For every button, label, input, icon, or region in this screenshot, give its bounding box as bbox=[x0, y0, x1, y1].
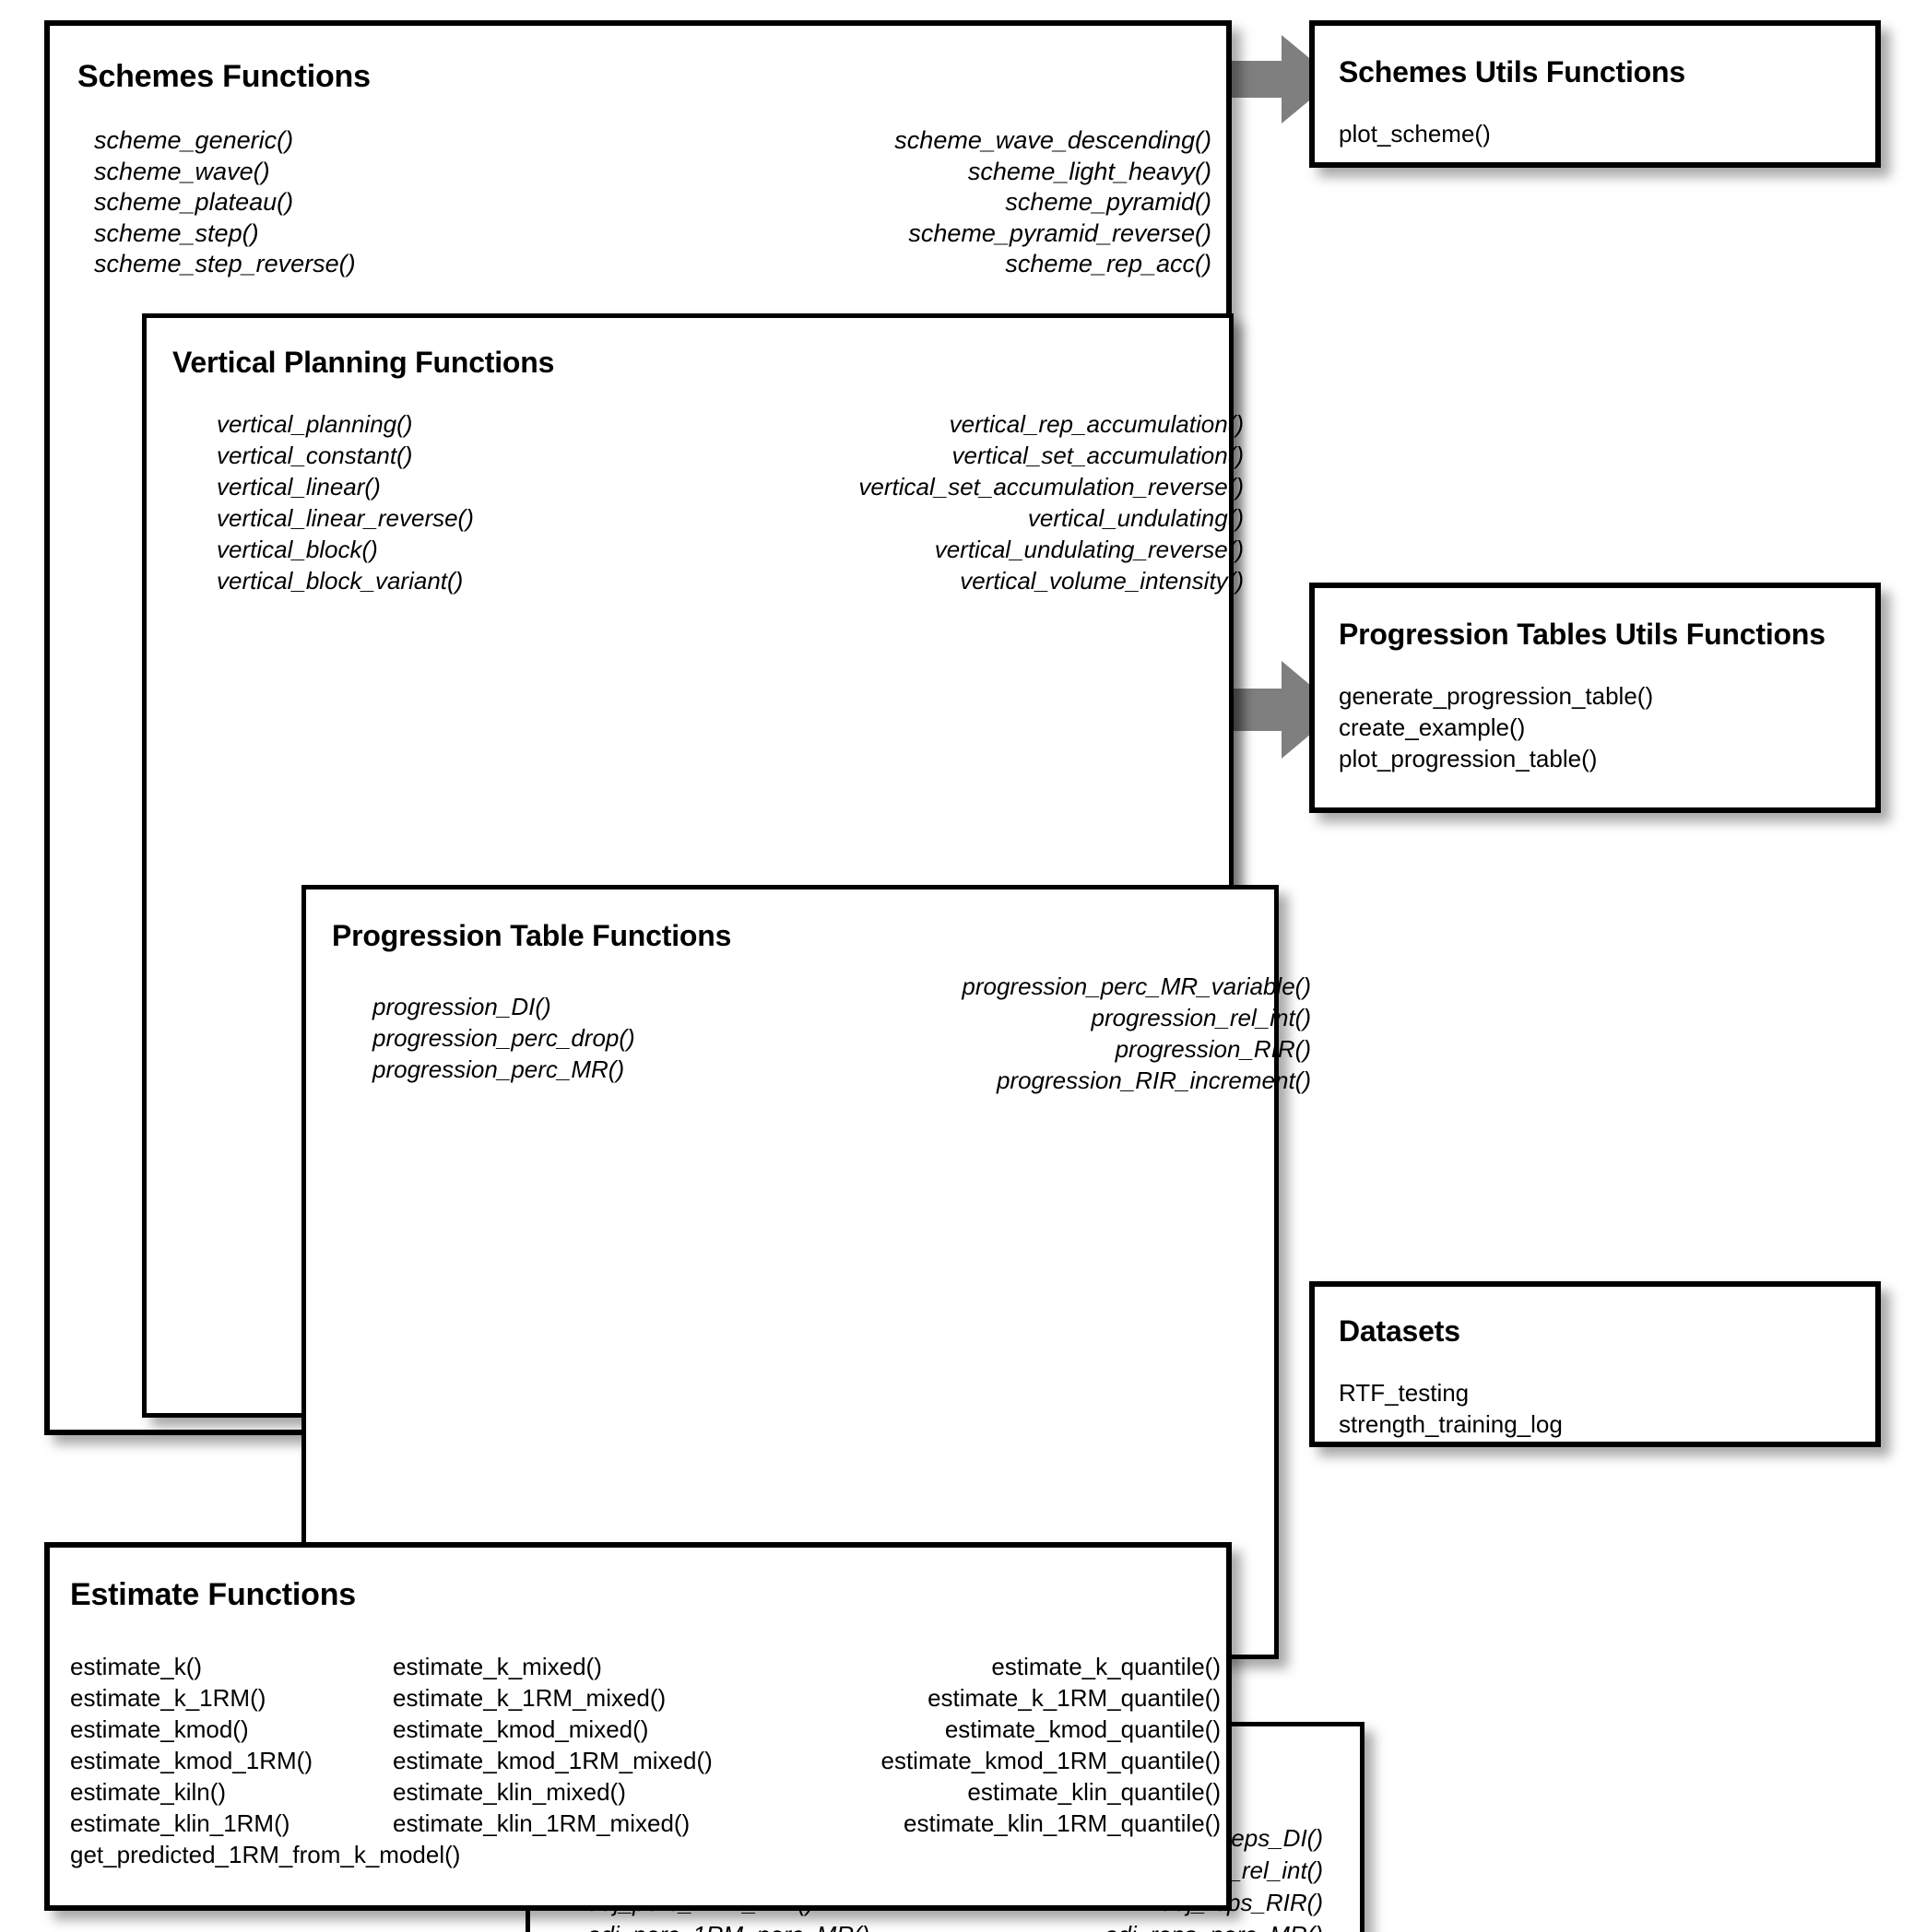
progression-tables-utils-functions-box: Progression Tables Utils Functions gener… bbox=[1309, 583, 1881, 813]
function-item: vertical_block() bbox=[217, 536, 378, 563]
function-item: progression_DI() bbox=[372, 993, 551, 1020]
function-item: scheme_rep_acc() bbox=[1005, 250, 1211, 277]
function-item: progression_perc_MR_variable() bbox=[962, 972, 1311, 1000]
function-item: create_example() bbox=[1339, 713, 1526, 741]
function-item: vertical_planning() bbox=[217, 410, 413, 438]
function-item: estimate_kmod_1RM_quantile() bbox=[880, 1747, 1221, 1774]
function-item: scheme_step_reverse() bbox=[94, 250, 356, 277]
function-item: plot_scheme() bbox=[1339, 120, 1491, 147]
schemes-functions-box: Schemes Functions scheme_generic() schem… bbox=[44, 20, 1365, 1932]
dataset-item: strength_training_log bbox=[1339, 1410, 1563, 1438]
vertical-planning-functions-title: Vertical Planning Functions bbox=[172, 346, 555, 379]
function-item: progression_rel_int() bbox=[1091, 1004, 1311, 1031]
arrow-schemes-to-schemes-utils bbox=[1217, 33, 1337, 125]
schemes-functions-right-column: scheme_wave_descending() scheme_light_he… bbox=[640, 125, 1211, 280]
function-item: generate_progression_table() bbox=[1339, 682, 1654, 710]
function-item: get_predicted_1RM_from_k_model() bbox=[70, 1841, 461, 1868]
function-item: adj_reps_perc_MR() bbox=[917, 1919, 1323, 1932]
function-item: estimate_klin_quantile() bbox=[967, 1778, 1221, 1806]
progression-table-left-column: progression_DI() progression_perc_drop()… bbox=[372, 991, 635, 1085]
function-item: vertical_undulating() bbox=[1027, 504, 1244, 532]
datasets-box: Datasets RTF_testing strength_training_l… bbox=[1309, 1281, 1881, 1447]
function-item: estimate_kmod() bbox=[70, 1715, 249, 1743]
function-item: vertical_set_accumulation() bbox=[951, 442, 1244, 469]
function-item: estimate_k_quantile() bbox=[991, 1653, 1221, 1680]
vertical-planning-left-column: vertical_planning() vertical_constant() … bbox=[217, 408, 474, 596]
function-item: estimate_k_mixed() bbox=[393, 1653, 602, 1680]
function-item: vertical_rep_accumulation() bbox=[949, 410, 1244, 438]
function-item: vertical_volume_intensity() bbox=[960, 567, 1244, 595]
function-item: estimate_k_1RM_quantile() bbox=[927, 1684, 1221, 1712]
estimate-functions-title: Estimate Functions bbox=[70, 1577, 357, 1612]
function-item: adj_perc_1RM_perc_MR() bbox=[587, 1919, 869, 1932]
vertical-planning-right-column: vertical_rep_accumulation() vertical_set… bbox=[635, 408, 1244, 596]
function-item: progression_RIR() bbox=[1115, 1035, 1311, 1063]
function-item: scheme_wave() bbox=[94, 157, 270, 185]
function-item: vertical_set_accumulation_reverse() bbox=[858, 473, 1244, 501]
estimate-functions-column-2: estimate_k_mixed() estimate_k_1RM_mixed(… bbox=[393, 1651, 713, 1839]
function-item: vertical_linear() bbox=[217, 473, 381, 501]
function-item: estimate_klin_mixed() bbox=[393, 1778, 626, 1806]
progression-tables-utils-functions-list: generate_progression_table() create_exam… bbox=[1339, 680, 1653, 774]
estimate-functions-column-1: estimate_k() estimate_k_1RM() estimate_k… bbox=[70, 1651, 460, 1870]
function-item: scheme_plateau() bbox=[94, 188, 294, 216]
function-item: estimate_k_1RM_mixed() bbox=[393, 1684, 667, 1712]
datasets-list: RTF_testing strength_training_log bbox=[1339, 1377, 1563, 1440]
function-item: vertical_constant() bbox=[217, 442, 413, 469]
function-item: scheme_pyramid() bbox=[1005, 188, 1211, 216]
function-item: estimate_klin_1RM() bbox=[70, 1809, 290, 1837]
dataset-item: RTF_testing bbox=[1339, 1379, 1470, 1407]
function-item: progression_perc_MR() bbox=[372, 1055, 625, 1083]
function-item: progression_RIR_increment() bbox=[996, 1066, 1311, 1094]
schemes-utils-functions-title: Schemes Utils Functions bbox=[1339, 55, 1685, 88]
estimate-functions-box: Estimate Functions estimate_k() estimate… bbox=[44, 1542, 1232, 1911]
vertical-planning-functions-box: Vertical Planning Functions vertical_pla… bbox=[142, 313, 1365, 1932]
function-item: scheme_wave_descending() bbox=[894, 126, 1211, 154]
function-item: vertical_block_variant() bbox=[217, 567, 464, 595]
schemes-functions-title: Schemes Functions bbox=[77, 59, 371, 94]
function-item: scheme_pyramid_reverse() bbox=[908, 218, 1211, 247]
function-item: vertical_linear_reverse() bbox=[217, 504, 474, 532]
estimate-functions-column-3: estimate_k_quantile() estimate_k_1RM_qua… bbox=[677, 1651, 1221, 1839]
function-item: estimate_kmod_1RM() bbox=[70, 1747, 313, 1774]
function-item: progression_perc_drop() bbox=[372, 1024, 635, 1052]
function-item: estimate_k_1RM() bbox=[70, 1684, 266, 1712]
function-item: vertical_undulating_reverse() bbox=[934, 536, 1244, 563]
datasets-title: Datasets bbox=[1339, 1314, 1460, 1348]
function-item: estimate_kiln() bbox=[70, 1778, 227, 1806]
function-item: estimate_klin_1RM_mixed() bbox=[393, 1809, 691, 1837]
schemes-functions-left-column: scheme_generic() scheme_wave() scheme_pl… bbox=[94, 125, 356, 280]
function-item: scheme_step() bbox=[94, 218, 259, 247]
progression-tables-utils-functions-title: Progression Tables Utils Functions bbox=[1339, 618, 1825, 651]
schemes-utils-functions-list: plot_scheme() bbox=[1339, 118, 1491, 149]
function-item: scheme_light_heavy() bbox=[967, 157, 1211, 185]
function-item: scheme_generic() bbox=[94, 126, 294, 154]
function-item: estimate_k() bbox=[70, 1653, 203, 1680]
progression-table-functions-title: Progression Table Functions bbox=[332, 919, 732, 952]
schemes-utils-functions-box: Schemes Utils Functions plot_scheme() bbox=[1309, 20, 1881, 168]
function-item: estimate_kmod_1RM_mixed() bbox=[393, 1747, 713, 1774]
function-item: plot_progression_table() bbox=[1339, 745, 1598, 772]
function-item: estimate_kmod_quantile() bbox=[944, 1715, 1221, 1743]
function-item: estimate_klin_1RM_quantile() bbox=[904, 1809, 1221, 1837]
function-item: estimate_kmod_mixed() bbox=[393, 1715, 649, 1743]
progression-table-right-column: progression_perc_MR_variable() progressi… bbox=[666, 971, 1311, 1096]
